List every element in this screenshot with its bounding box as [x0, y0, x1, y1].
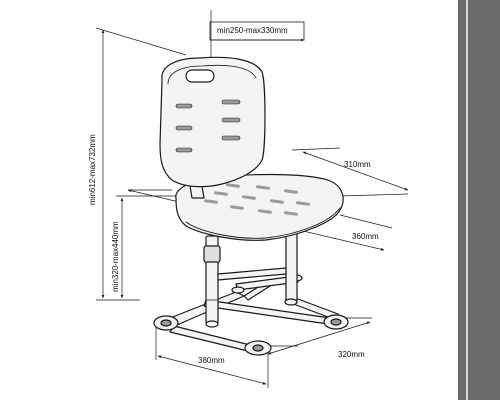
- seat-slots: [203, 183, 310, 216]
- seat-width-extension-b: [339, 214, 393, 229]
- seat-depth-line: [302, 151, 409, 191]
- base-depth-line: [267, 321, 371, 355]
- chair-technical-drawing: [95, 10, 409, 388]
- backrest: [159, 56, 266, 188]
- dim-label-base-depth: 320mm: [338, 350, 365, 359]
- total-height-extension-top: [95, 27, 187, 56]
- dim-label-total-height: min612-max732mm: [88, 134, 97, 205]
- dim-label-seat-width: 360mm: [352, 232, 379, 241]
- dim-label-seat-height: min320-max440mm: [111, 221, 120, 292]
- dimension-lines: [95, 10, 409, 388]
- crossbar: [217, 267, 287, 281]
- seat-depth-extension-a: [291, 147, 341, 151]
- right-gray-sidebar: [458, 0, 500, 400]
- dim-label-seat-depth: 310mm: [344, 160, 371, 169]
- seat-depth-extension-b: [339, 193, 409, 197]
- dim-label-backrest-width: min250-max330mm: [217, 26, 288, 35]
- seat: [175, 173, 344, 241]
- dim-label-base-width: 380mm: [198, 356, 225, 365]
- backrest-handle: [185, 69, 215, 83]
- base-width-line: [157, 355, 267, 385]
- base-frame: [159, 275, 339, 353]
- feet: [153, 274, 349, 356]
- backrest-support: [189, 185, 205, 199]
- chair-illustration: [153, 56, 349, 356]
- backrest-slots: [175, 99, 241, 153]
- sidebar-divider-line: [466, 0, 468, 400]
- column-left: [203, 235, 221, 328]
